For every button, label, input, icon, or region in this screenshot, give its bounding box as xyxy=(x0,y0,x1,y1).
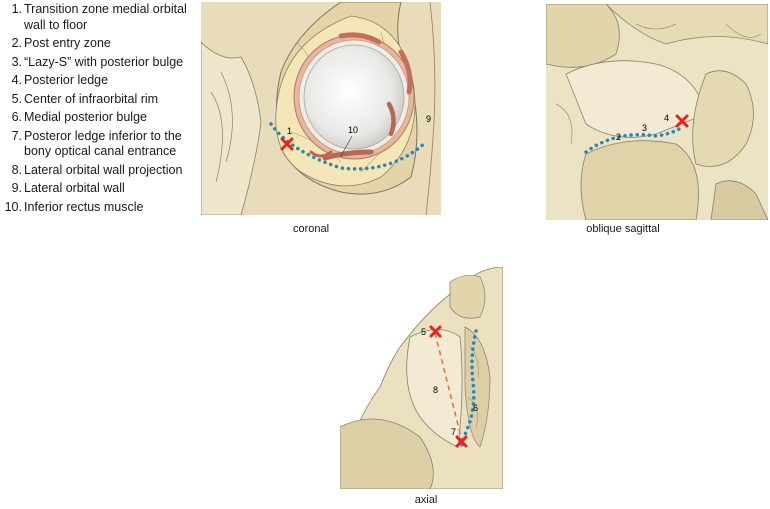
maxillary-sinus xyxy=(580,140,699,220)
label-4: 4 xyxy=(664,113,669,123)
globe xyxy=(303,44,405,150)
legend-text: Post entry zone xyxy=(24,36,111,50)
label-8: 8 xyxy=(433,385,438,395)
label-5: 5 xyxy=(421,327,426,337)
label-7: 7 xyxy=(451,427,456,437)
legend-number: 1. xyxy=(11,2,22,16)
cross-marker xyxy=(280,137,294,151)
legend-text: Transition zone medial orbital wall to f… xyxy=(24,2,187,32)
orbital-cavity xyxy=(565,60,707,138)
legend-number: 5. xyxy=(11,91,22,106)
label-2: 2 xyxy=(616,132,621,142)
legend-item: 4.Posterior ledge xyxy=(4,73,194,89)
lateral-rectus-muscle xyxy=(386,101,396,137)
axial-caption: axial xyxy=(414,494,438,506)
legend-number: 2. xyxy=(11,36,22,50)
lateral-muscle xyxy=(398,49,413,95)
legend-text: Medial posterior bulge xyxy=(24,110,147,124)
legend-number: 8. xyxy=(11,162,22,177)
posterior-orbit xyxy=(692,70,754,167)
label-10-leader xyxy=(340,135,353,157)
legend-text: Center of infraorbital rim xyxy=(24,91,159,106)
legend-item: 10.Inferior rectus muscle xyxy=(4,200,194,216)
sinus-region xyxy=(201,41,262,215)
legend-number: 10. xyxy=(4,199,22,214)
legend-text: Posteror ledge inferior to the bony opti… xyxy=(24,128,182,159)
legend-text: Lateral orbital wall xyxy=(24,181,125,195)
legend-text: Lateral orbital wall projec­tion xyxy=(24,162,183,177)
legend-item: 1.Transition zone medial orbital wall to… xyxy=(4,2,194,33)
cross-marker xyxy=(675,114,689,128)
temporal-region xyxy=(340,418,434,489)
cross-marker-bottom xyxy=(455,435,468,448)
dotted-contour-line xyxy=(584,126,683,154)
legend-item: 6.Medial posterior bulge xyxy=(4,110,194,126)
legend-number: 3. xyxy=(11,54,22,69)
legend-list: 1.Transition zone medial orbital wall to… xyxy=(4,2,194,218)
legend-number: 4. xyxy=(11,73,22,87)
legend-number: 9. xyxy=(11,181,22,195)
legend-number: 6. xyxy=(11,110,22,124)
sinus-septa xyxy=(210,71,233,183)
legend-item: 7.Posteror ledge inferior to the bony op… xyxy=(4,129,194,160)
dotted-contour-line xyxy=(269,122,428,171)
legend-item: 8.Lateral orbital wall projec­tion xyxy=(4,163,194,179)
nasal-bone xyxy=(449,275,486,319)
label-3: 3 xyxy=(642,123,647,133)
label-10: 10 xyxy=(348,125,358,135)
bone-detail-lines xyxy=(555,23,762,145)
orbital-roof xyxy=(605,4,768,45)
frontal-sinus xyxy=(546,4,620,68)
legend-text: “Lazy-S” with posterior bulge xyxy=(24,54,184,69)
inferior-rectus-muscle xyxy=(322,149,374,161)
dotted-contour-line xyxy=(460,329,478,447)
coronal-caption: coronal xyxy=(292,223,330,235)
inferior-oblique-muscle xyxy=(309,150,333,158)
cross-marker-top xyxy=(429,325,442,338)
legend-text: Posterior ledge xyxy=(24,73,109,87)
legend-text: Inferior rectus muscle xyxy=(24,199,144,214)
legend-item: 3.“Lazy-S” with posterior bulge xyxy=(4,55,194,71)
lateral-wall-edge xyxy=(425,2,436,215)
pterygoid-region xyxy=(710,180,768,220)
oblique-sagittal-caption: oblique sagittal xyxy=(586,223,660,235)
legend-number: 7. xyxy=(11,128,22,143)
legend-item: 9.Lateral orbital wall xyxy=(4,181,194,197)
label-6: 6 xyxy=(473,403,478,413)
superior-muscle xyxy=(338,32,382,45)
label-1: 1 xyxy=(287,126,292,136)
legend-item: 2.Post entry zone xyxy=(4,36,194,52)
legend-item: 5.Center of infraorbital rim xyxy=(4,92,194,108)
dashed-reference-line xyxy=(434,332,463,442)
axial-illustration: 5 6 7 8 xyxy=(340,267,503,489)
oblique-sagittal-illustration: 2 3 4 xyxy=(546,4,768,220)
label-9: 9 xyxy=(426,114,431,124)
coronal-illustration: 1 10 9 xyxy=(201,2,441,215)
